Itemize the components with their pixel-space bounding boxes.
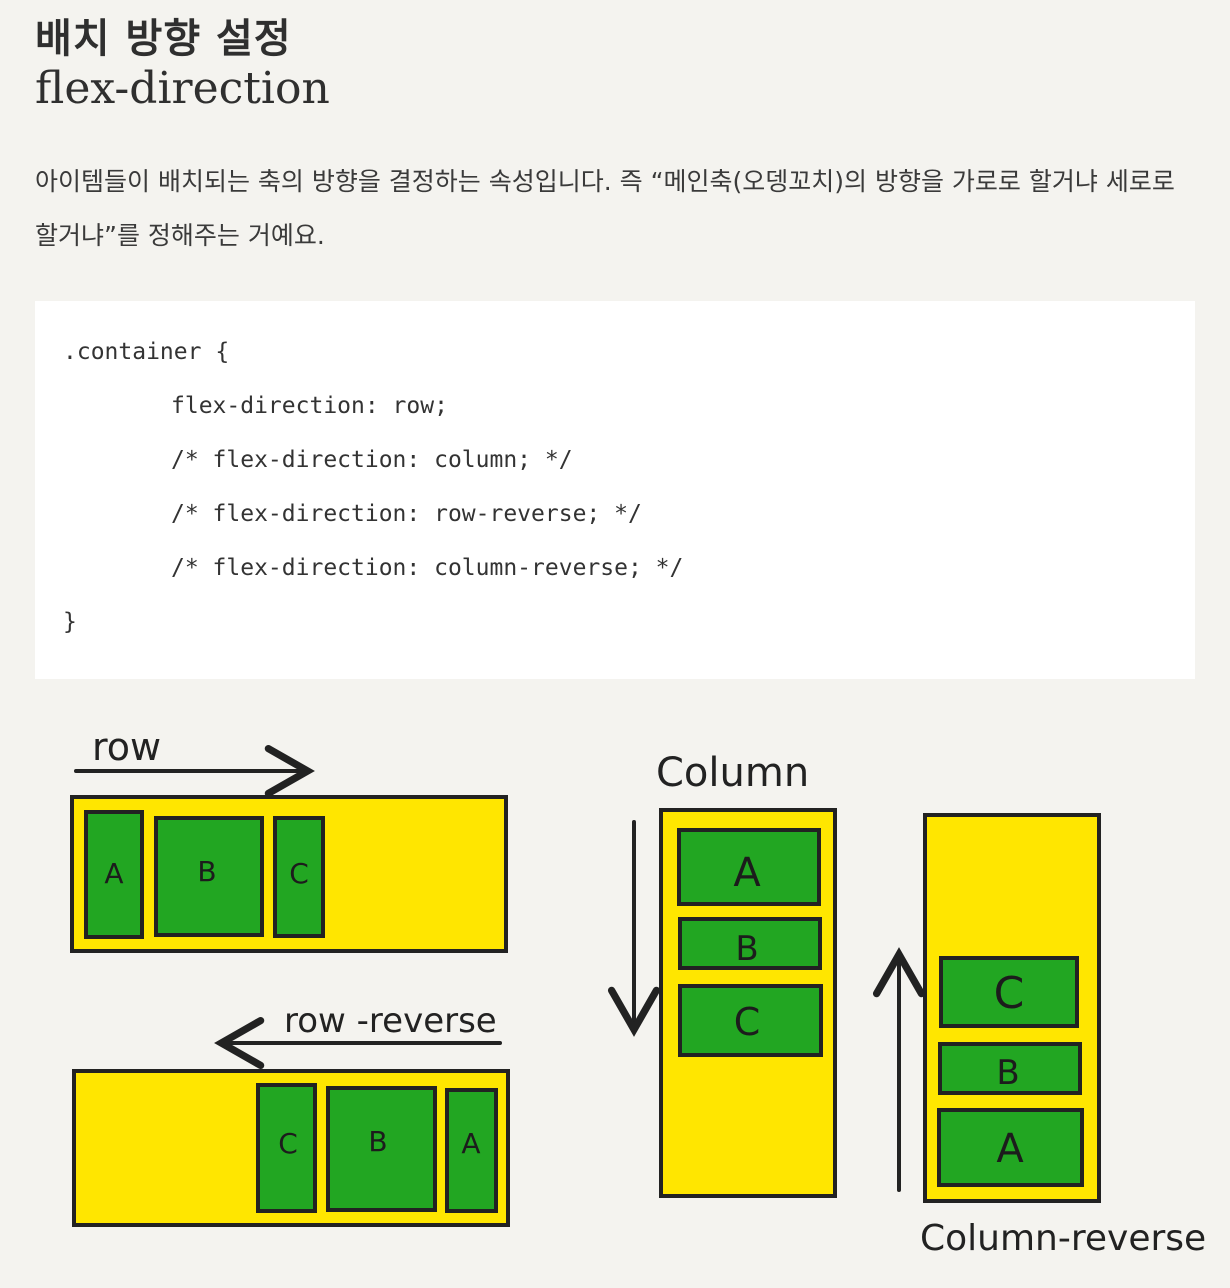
code-line-close: } [63, 609, 77, 635]
row-item-c-label: C [289, 857, 309, 890]
title-english: flex-direction [35, 63, 330, 114]
code-line-open: .container { [63, 339, 230, 365]
row-reverse-item-b-label: B [368, 1125, 387, 1158]
code-line-column: /* flex-direction: column; */ [171, 447, 573, 473]
row-diagram: row A B C [70, 725, 508, 953]
row-reverse-item-c-label: C [278, 1127, 298, 1160]
column-reverse-item-a-label: A [996, 1126, 1024, 1172]
column-label: Column [656, 750, 809, 796]
description-paragraph: 아이템들이 배치되는 축의 방향을 결정하는 속성입니다. 즉 “메인축(오뎅꼬… [35, 167, 1175, 250]
column-reverse-item-c-label: C [994, 968, 1025, 1019]
row-item-b-label: B [197, 855, 216, 888]
page-title: 배치 방향 설정 flex-direction [35, 16, 330, 115]
column-reverse-label: Column-reverse [920, 1218, 1206, 1259]
column-item-b-label: B [735, 929, 758, 969]
column-item-a [677, 828, 821, 906]
row-reverse-item-a-label: A [461, 1127, 480, 1160]
row-reverse-item-a [445, 1088, 498, 1213]
column-reverse-item-c [939, 956, 1079, 1028]
row-reverse-diagram: row -reverse C B A [72, 1001, 510, 1227]
column-item-c [678, 984, 823, 1057]
column-item-b [678, 917, 822, 970]
row-item-a [84, 810, 144, 939]
column-reverse-item-a [937, 1108, 1084, 1187]
row-label: row [92, 725, 161, 769]
code-line-row-reverse: /* flex-direction: row-reverse; */ [171, 501, 642, 527]
column-item-c-label: C [734, 1000, 761, 1044]
row-reverse-label: row -reverse [284, 1001, 497, 1041]
code-block: .container { flex-direction: row; /* fle… [35, 301, 1195, 679]
code-line-column-reverse: /* flex-direction: column-reverse; */ [171, 555, 684, 581]
flex-direction-diagram: row A B C row -reverse C B A Column A B … [70, 725, 1206, 1259]
column-reverse-item-b [938, 1042, 1082, 1095]
column-reverse-item-b-label: B [996, 1053, 1019, 1093]
column-reverse-diagram: C B A Column-reverse [872, 813, 1206, 1259]
row-item-a-label: A [104, 857, 123, 890]
column-item-a-label: A [733, 850, 761, 896]
row-reverse-item-c [256, 1083, 317, 1213]
row-item-b [154, 816, 264, 937]
code-line-row: flex-direction: row; [171, 393, 448, 419]
title-korean: 배치 방향 설정 [35, 16, 292, 62]
row-reverse-item-b [326, 1086, 437, 1212]
column-diagram: Column A B C [607, 750, 837, 1198]
row-item-c [273, 816, 325, 938]
